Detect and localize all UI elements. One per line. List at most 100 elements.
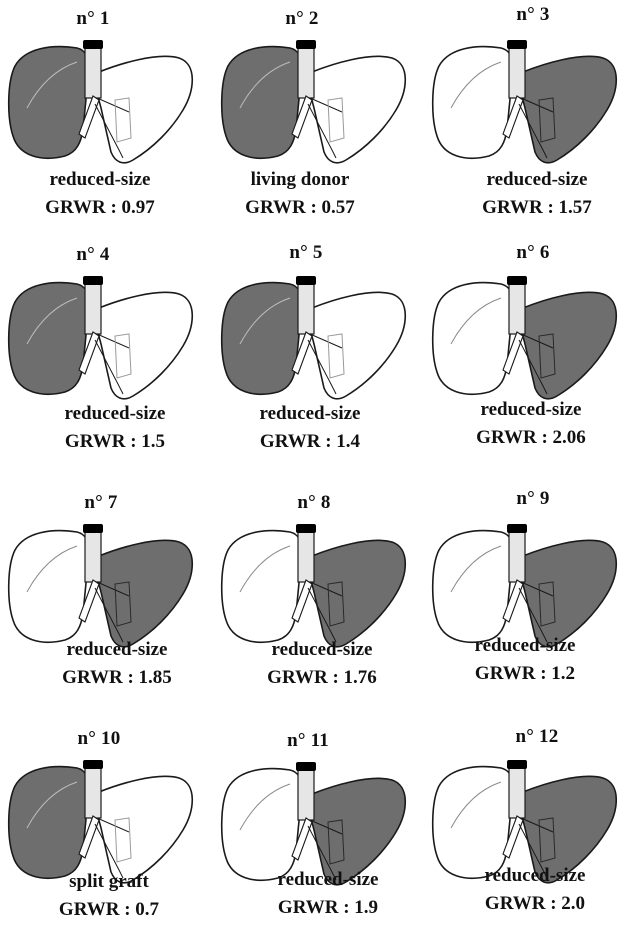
left-lobe: [97, 540, 192, 646]
left-lobe: [521, 292, 616, 398]
right-lobe: [9, 767, 89, 879]
panel-number: n° 1: [0, 8, 193, 30]
hepatic-vein-stump: [507, 760, 527, 769]
hepatic-vein-stump: [296, 524, 316, 533]
left-lobe: [521, 540, 616, 646]
right-lobe: [222, 47, 302, 159]
right-lobe: [222, 283, 302, 395]
vena-cava: [298, 44, 314, 98]
right-lobe: [222, 531, 302, 643]
left-lobe: [97, 56, 192, 162]
panel-caption: reduced-size GRWR : 1.5: [15, 400, 215, 456]
panel-number: n° 8: [214, 492, 414, 514]
right-lobe: [433, 531, 513, 643]
liver-panel-7: n° 7 reduced-size GRWR : 1.85: [5, 486, 205, 706]
panel-number: n° 11: [208, 730, 408, 752]
panel-number: n° 6: [433, 242, 627, 264]
graft-type-label: reduced-size: [0, 166, 200, 194]
right-lobe: [9, 283, 89, 395]
liver-diagram-6: [431, 274, 621, 404]
grwr-label: GRWR : 0.7: [9, 896, 209, 924]
left-lobe: [521, 56, 616, 162]
left-lobe: [97, 292, 192, 398]
panel-number: n° 5: [206, 242, 406, 264]
panel-number: n° 4: [0, 244, 193, 266]
panel-caption: reduced-size GRWR : 2.06: [431, 396, 627, 452]
hepatic-vein-stump: [507, 276, 527, 285]
panel-caption: living donor GRWR : 0.57: [200, 166, 400, 222]
graft-type-label: reduced-size: [228, 866, 428, 894]
panel-caption: reduced-size GRWR : 2.0: [435, 862, 627, 918]
panel-number: n° 3: [433, 4, 627, 26]
vena-cava: [85, 764, 101, 818]
graft-type-label: split graft: [9, 868, 209, 896]
graft-type-label: reduced-size: [437, 166, 627, 194]
right-lobe: [222, 769, 302, 881]
graft-type-label: reduced-size: [15, 400, 215, 428]
vena-cava: [298, 528, 314, 582]
grwr-label: GRWR : 1.4: [210, 428, 410, 456]
right-lobe: [433, 283, 513, 395]
hepatic-vein-stump: [507, 524, 527, 533]
panel-caption: reduced-size GRWR : 1.57: [437, 166, 627, 222]
graft-type-label: reduced-size: [425, 632, 625, 660]
left-lobe: [97, 776, 192, 882]
liver-diagram-5: [220, 274, 410, 404]
grwr-label: GRWR : 2.0: [435, 890, 627, 918]
panel-caption: reduced-size GRWR : 1.76: [222, 636, 422, 692]
vena-cava: [85, 280, 101, 334]
left-lobe: [310, 56, 405, 162]
vena-cava: [509, 764, 525, 818]
grwr-label: GRWR : 1.2: [425, 660, 625, 688]
panel-caption: reduced-size GRWR : 1.2: [425, 632, 625, 688]
grwr-label: GRWR : 1.5: [15, 428, 215, 456]
panel-number: n° 9: [433, 488, 627, 510]
liver-diagram-3: [431, 38, 621, 168]
panel-caption: reduced-size GRWR : 1.4: [210, 400, 410, 456]
graft-type-label: reduced-size: [435, 862, 627, 890]
liver-panel-1: n° 1 reduced-size GRWR : 0.97: [5, 2, 205, 222]
grwr-label: GRWR : 2.06: [431, 424, 627, 452]
panel-number: n° 12: [437, 726, 627, 748]
hepatic-vein-stump: [296, 762, 316, 771]
panel-number: n° 2: [202, 8, 402, 30]
liver-panel-11: n° 11 reduced-size GRWR : 1.9: [214, 722, 414, 942]
liver-diagram-8: [220, 522, 410, 652]
panel-caption: reduced-size GRWR : 0.97: [0, 166, 200, 222]
liver-panel-8: n° 8 reduced-size GRWR : 1.76: [214, 486, 414, 706]
hepatic-vein-stump: [83, 40, 103, 49]
grwr-label: GRWR : 1.9: [228, 894, 428, 922]
graft-type-label: reduced-size: [210, 400, 410, 428]
right-lobe: [433, 47, 513, 159]
vena-cava: [509, 528, 525, 582]
vena-cava: [298, 766, 314, 820]
hepatic-vein-stump: [83, 276, 103, 285]
liver-diagram-2: [220, 38, 410, 168]
hepatic-vein-stump: [296, 40, 316, 49]
liver-panel-12: n° 12 reduced-size GRWR : 2.0: [425, 722, 625, 942]
hepatic-vein-stump: [83, 524, 103, 533]
liver-panel-5: n° 5 reduced-size GRWR : 1.4: [214, 240, 414, 460]
hepatic-vein-stump: [507, 40, 527, 49]
liver-panel-3: n° 3 reduced-size GRWR : 1.57: [425, 2, 625, 222]
left-lobe: [310, 292, 405, 398]
liver-panel-10: n° 10 split graft GRWR : 0.7: [5, 722, 205, 942]
liver-panel-6: n° 6 reduced-size GRWR : 2.06: [425, 240, 625, 460]
grwr-label: GRWR : 0.97: [0, 194, 200, 222]
left-lobe: [310, 540, 405, 646]
grwr-label: GRWR : 1.57: [437, 194, 627, 222]
panel-number: n° 7: [1, 492, 201, 514]
vena-cava: [85, 44, 101, 98]
panel-caption: reduced-size GRWR : 1.85: [17, 636, 217, 692]
panel-caption: reduced-size GRWR : 1.9: [228, 866, 428, 922]
grwr-label: GRWR : 0.57: [200, 194, 400, 222]
vena-cava: [509, 280, 525, 334]
panel-caption: split graft GRWR : 0.7: [9, 868, 209, 924]
vena-cava: [509, 44, 525, 98]
graft-type-label: reduced-size: [222, 636, 422, 664]
graft-type-label: living donor: [200, 166, 400, 194]
liver-panel-4: n° 4 reduced-size GRWR : 1.5: [5, 240, 205, 460]
liver-diagram-7: [7, 522, 197, 652]
liver-diagram-4: [7, 274, 197, 404]
liver-panel-9: n° 9 reduced-size GRWR : 1.2: [425, 486, 625, 706]
